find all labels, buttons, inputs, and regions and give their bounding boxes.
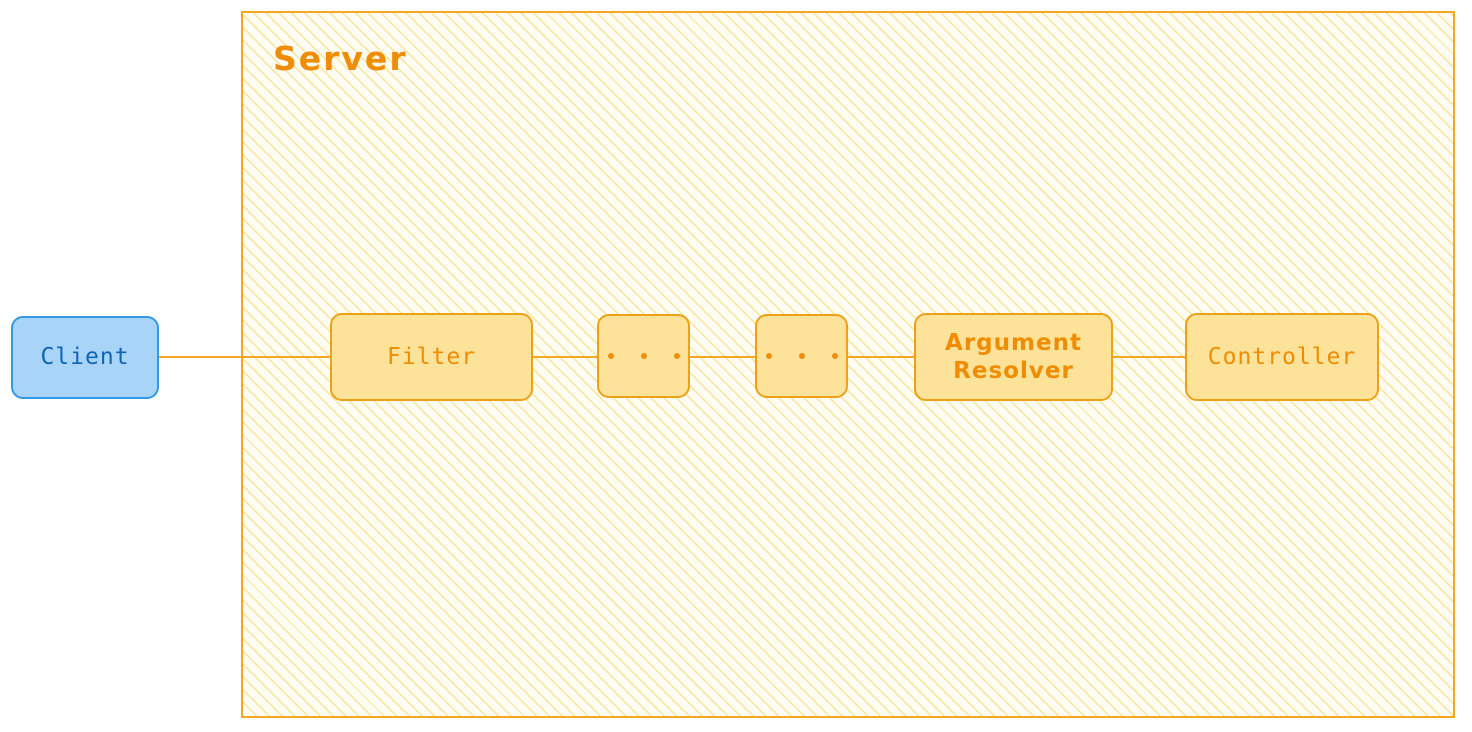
dot-3 (673, 353, 680, 359)
node-argument-resolver-label: Argument Resolver (945, 329, 1082, 384)
dot-2 (640, 353, 647, 359)
ellipsis-icon (607, 353, 680, 359)
node-client[interactable]: Client (11, 316, 159, 399)
node-argument-resolver[interactable]: Argument Resolver (914, 313, 1113, 401)
edge-client-to-filter (158, 356, 332, 358)
edge-filter-to-ellipsis-1 (531, 356, 599, 358)
edge-ellipsis-1-to-ellipsis-2 (688, 356, 757, 358)
dot-1 (607, 353, 614, 359)
edge-argument-resolver-to-controller (1111, 356, 1187, 358)
node-ellipsis-1[interactable] (597, 314, 690, 398)
dot-1 (765, 353, 772, 359)
node-ellipsis-2[interactable] (755, 314, 848, 398)
edge-ellipsis-2-to-argument-resolver (845, 356, 916, 358)
ellipsis-icon (765, 353, 838, 359)
node-filter-label: Filter (386, 343, 477, 370)
node-client-label: Client (40, 344, 130, 371)
node-controller[interactable]: Controller (1185, 313, 1379, 401)
node-controller-label: Controller (1207, 343, 1357, 370)
dot-2 (798, 353, 805, 359)
node-filter[interactable]: Filter (330, 313, 533, 401)
dot-3 (831, 353, 838, 359)
server-container-label: Server (273, 39, 408, 78)
